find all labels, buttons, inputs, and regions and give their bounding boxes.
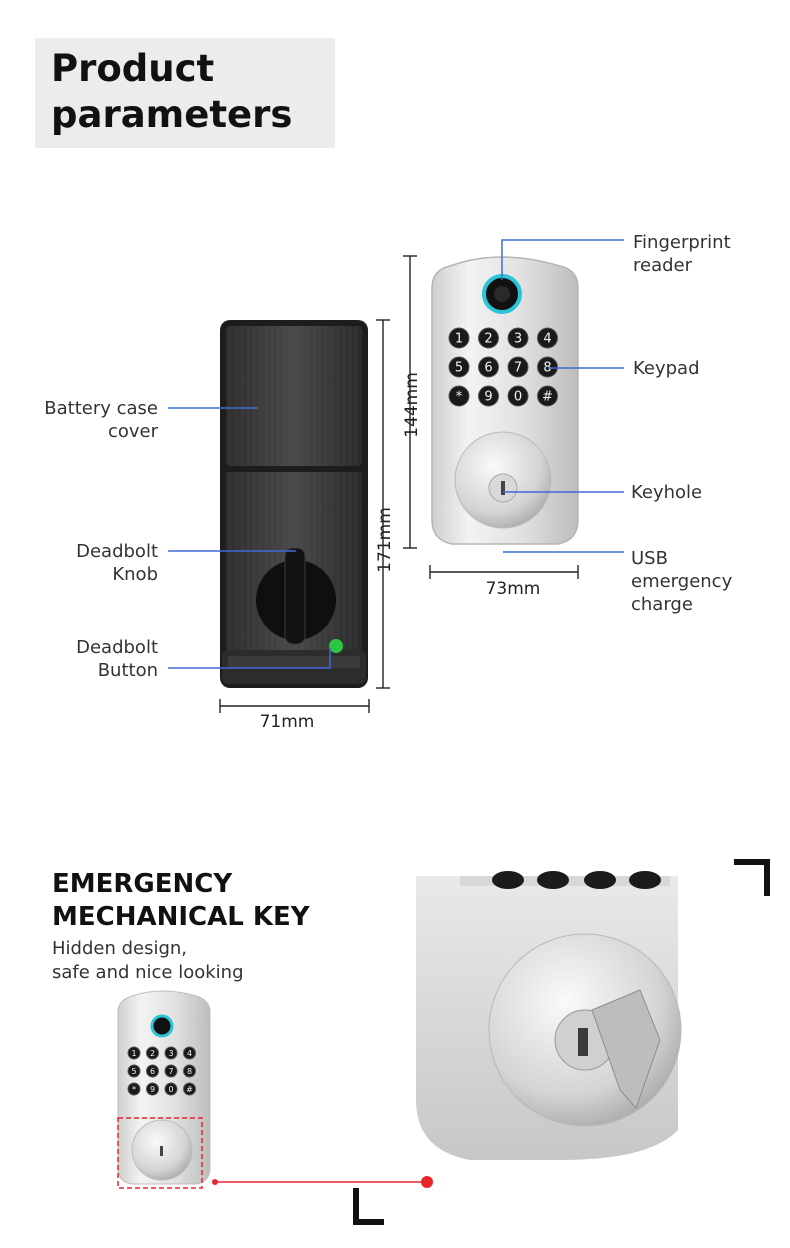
keypad-key xyxy=(507,327,529,349)
dim-width-inner: 71mm xyxy=(260,712,315,732)
keypad-key-label: # xyxy=(542,390,553,405)
keypad-key-label: 7 xyxy=(168,1067,173,1076)
keypad-key xyxy=(537,356,558,378)
keypad-key-label: 9 xyxy=(484,390,492,405)
keypad-key-label: 4 xyxy=(543,332,551,347)
page-title-line2: parameters xyxy=(51,93,293,136)
keypad-key-label: # xyxy=(186,1085,193,1094)
closeup-image xyxy=(416,871,682,1160)
label-usb-line3: charge xyxy=(631,594,693,615)
corner-brackets xyxy=(353,859,770,1225)
label-usb-line1: USB xyxy=(631,548,668,569)
mini-keypad: 1 2 3 4 5 6 7 8 * 9 0 # xyxy=(127,1046,196,1096)
keypad-key xyxy=(478,356,499,378)
mechanical-key xyxy=(591,989,661,1109)
label-fingerprint-reader: Fingerprint reader xyxy=(633,231,731,277)
keypad-key-label: 5 xyxy=(131,1067,136,1076)
keypad-key-label: 2 xyxy=(484,332,492,347)
keypad-key xyxy=(127,1082,141,1096)
keypad-key xyxy=(146,1046,159,1060)
keypad-key xyxy=(146,1082,159,1096)
keypad-key-label: 3 xyxy=(168,1049,173,1058)
label-usb-charge: USB emergency charge xyxy=(631,547,732,616)
keypad-key xyxy=(183,1046,196,1060)
label-battery-line1: Battery case xyxy=(44,398,158,419)
dim-height-inner: 171mm xyxy=(375,507,395,573)
deadbolt-button xyxy=(329,639,343,653)
keypad-key-label: 8 xyxy=(187,1067,192,1076)
keypad: 1 2 3 4 5 6 7 8 * 9 0 # xyxy=(448,327,558,407)
keypad-key-label: 0 xyxy=(168,1085,173,1094)
keypad-key xyxy=(183,1064,196,1078)
keypad-key xyxy=(507,356,529,378)
label-fp-line2: reader xyxy=(633,255,693,276)
keypad-key xyxy=(478,385,499,407)
keypad-key-label: 1 xyxy=(455,332,463,347)
outer-lock-unit xyxy=(431,256,579,545)
inner-lock-unit xyxy=(220,320,368,688)
keypad-key-label: 5 xyxy=(455,361,463,376)
emergency-sub-line1: Hidden design, xyxy=(52,938,188,959)
keypad-key-label: 7 xyxy=(514,361,522,376)
keypad-key-label: 2 xyxy=(150,1049,155,1058)
keypad-key-label: 6 xyxy=(484,361,492,376)
keypad-key xyxy=(448,356,470,378)
keypad-key xyxy=(127,1064,141,1078)
label-button-line2: Button xyxy=(97,660,158,681)
keypad-key xyxy=(478,327,499,349)
keypad-key xyxy=(146,1064,159,1078)
leader-lines xyxy=(168,239,624,669)
keypad-key xyxy=(448,385,470,407)
small-lock-thumbnail xyxy=(117,990,211,1189)
red-pointer xyxy=(212,1176,433,1188)
label-keypad: Keypad xyxy=(633,358,700,379)
keyhole xyxy=(501,481,505,495)
keypad-key-label: 0 xyxy=(514,390,522,405)
keypad-key xyxy=(448,327,470,349)
emergency-title-line2: MECHANICAL KEY xyxy=(52,902,310,932)
label-button-line1: Deadbolt xyxy=(76,637,158,658)
keypad-key xyxy=(164,1046,178,1060)
keypad-key-label: * xyxy=(456,390,463,405)
label-knob-line2: Knob xyxy=(112,564,158,585)
dimension-lines xyxy=(219,255,579,713)
label-deadbolt-button: Deadbolt Button xyxy=(30,636,158,682)
deadbolt-knob xyxy=(284,547,306,645)
keyhole-highlight xyxy=(117,1117,203,1189)
keypad-key-label: 8 xyxy=(543,361,551,376)
dim-height-outer: 144mm xyxy=(402,372,422,438)
keypad-key-label: 1 xyxy=(131,1049,136,1058)
keypad-key xyxy=(127,1046,141,1060)
keypad-key-label: 4 xyxy=(187,1049,192,1058)
keypad-key-label: 6 xyxy=(150,1067,155,1076)
keypad-key-label: 3 xyxy=(514,332,522,347)
label-fp-line1: Fingerprint xyxy=(633,232,731,253)
emergency-title-line1: EMERGENCY xyxy=(52,869,233,899)
label-battery-line2: cover xyxy=(107,421,158,442)
dim-width-outer: 73mm xyxy=(486,579,541,599)
keypad-key xyxy=(537,385,558,407)
section-title-box: Product parameters xyxy=(35,38,335,148)
label-keyhole: Keyhole xyxy=(631,482,703,503)
keypad-key xyxy=(537,327,558,349)
keypad-key xyxy=(164,1064,178,1078)
emergency-sub-line2: safe and nice looking xyxy=(52,962,244,983)
label-usb-line2: emergency xyxy=(631,571,733,592)
label-knob-line1: Deadbolt xyxy=(76,541,158,562)
label-battery-cover: Battery case cover xyxy=(30,397,158,443)
keypad-key-label: * xyxy=(132,1085,136,1094)
label-deadbolt-knob: Deadbolt Knob xyxy=(30,540,158,586)
keypad-key-label: 9 xyxy=(150,1085,155,1094)
keypad-key xyxy=(183,1082,196,1096)
keypad-key xyxy=(507,385,529,407)
keypad-key xyxy=(164,1082,178,1096)
page-title-line1: Product xyxy=(51,47,215,90)
